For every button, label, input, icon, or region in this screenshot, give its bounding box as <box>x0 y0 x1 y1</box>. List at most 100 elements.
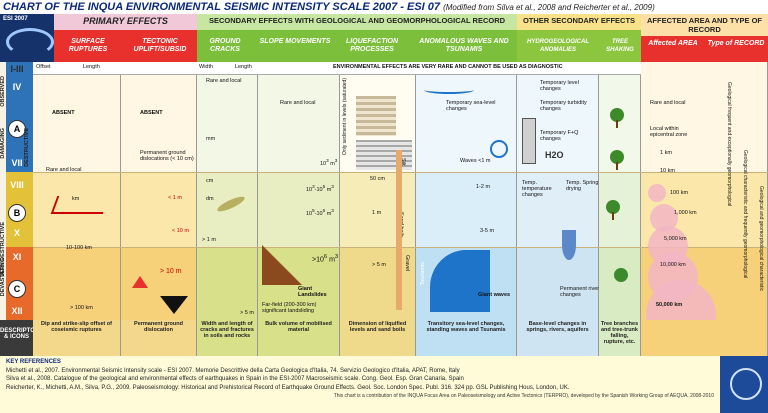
area-50000km: 50,000 km <box>656 302 683 308</box>
group-a: A <box>8 120 26 138</box>
cell-absent-1: ABSENT <box>52 110 75 116</box>
cell-lt1m: < 1 m <box>168 195 182 201</box>
intensity-10: X <box>13 228 20 238</box>
cell-wv2: 3-5 m <box>480 228 495 234</box>
references-heading: KEY REFERENCES <box>6 359 61 365</box>
cell-giant: Giant Landslides <box>298 286 327 298</box>
cell-mm: mm <box>206 136 216 142</box>
cell-h5: Temp. Spring drying <box>566 180 599 192</box>
cell-farfield: Far-field (200-300 km) significant lands… <box>262 302 317 314</box>
unit-length: Length <box>83 64 100 70</box>
uplift-arrow-icon <box>132 276 148 288</box>
desc-tectonic: Permanent ground dislocation <box>121 320 197 356</box>
record-geo-3: Geological and geomorphological characte… <box>758 186 764 292</box>
reference-1: Michetti et al., 2007. Environmental Sei… <box>6 367 460 374</box>
header-hydro: HYDROGEOLOGICAL ANOMALIES <box>526 39 589 53</box>
record-geo-2: Geological characteristic and frequently… <box>742 150 748 279</box>
subsidence-arrow-icon <box>160 296 188 314</box>
cell-w2: 50 cm <box>370 176 385 182</box>
tree-icon <box>610 108 624 122</box>
label-devastating: DEVASTATING <box>0 258 6 297</box>
desc-liquefaction: Dimension of liquified levels and sand b… <box>340 320 416 356</box>
cell-h6: Permanent river changes <box>560 286 600 298</box>
area-1000km: 1,000 km <box>674 210 697 216</box>
cell-perm-disl: Permanent ground dislocations (< 10 cm) <box>140 150 194 162</box>
cell-h4: Temp. temperature changes <box>522 180 552 198</box>
record-geo-1: Geological frequent and exceptionally ge… <box>726 82 732 207</box>
intensity-1-3: I-III <box>10 64 24 74</box>
cell-absent-2: ABSENT <box>140 110 163 116</box>
intensity-11: XI <box>12 252 22 262</box>
cell-km: km <box>72 196 80 202</box>
sediment-layers-icon-2 <box>356 140 412 170</box>
area-5000km: 5,000 km <box>664 236 687 242</box>
cell-cm: cm <box>206 178 214 184</box>
footer-note: This chart is a contribution of the INQU… <box>333 393 714 399</box>
intensity-4: IV <box>12 82 22 92</box>
header-affected: AFFECTED AREA AND TYPE OF RECORD Affecte… <box>641 14 768 62</box>
intensity-scale: I-III IV VII VIII X XI XII A B C OBSERVE… <box>0 62 33 320</box>
area-10km: 10 km <box>660 168 675 174</box>
desc-hydro: Base-level changes in springs, rivers, a… <box>517 320 599 356</box>
cell-dm: dm <box>206 196 214 202</box>
sediment-layers-icon <box>356 96 396 136</box>
intensity-8: VIII <box>10 180 24 190</box>
reference-3: Reicherter, K., Michetti, A.M., Silva, P… <box>6 384 570 391</box>
desc-cracks: Width and length of cracks and fractures… <box>197 320 258 356</box>
header-primary: PRIMARY EFFECTS SURFACE RUPTURES TECTONI… <box>54 14 197 62</box>
desc-area <box>641 320 768 356</box>
col-ground-cracks <box>197 62 258 320</box>
header-record: Type of RECORD <box>707 40 765 47</box>
chart-title: CHART OF THE INQUA ENVIRONMENTAL SEISMIC… <box>0 0 768 14</box>
intensity-7: VII <box>11 158 23 168</box>
spring-icon <box>562 230 576 260</box>
area-10000km: 10,000 km <box>660 262 686 268</box>
group-c: C <box>8 280 26 298</box>
cell-gt100: > 100 km <box>70 305 93 311</box>
fault-icon <box>50 196 110 214</box>
wave-icon <box>6 28 54 56</box>
label-damaging: DAMAGING <box>0 128 6 159</box>
well-icon <box>522 118 536 164</box>
unit-width: Width <box>199 64 214 70</box>
cell-rare-1: Rare and local <box>46 167 82 173</box>
cell-rare-3: Rare and local <box>280 100 316 106</box>
references: KEY REFERENCES Michetti et al., 2007. En… <box>0 356 720 413</box>
cell-waves: Waves <1 m <box>460 158 491 164</box>
snowflake-icon <box>730 368 762 400</box>
col-surface-ruptures <box>33 62 121 320</box>
units-row: Offset Length Width Length ENVIRONMENTAL… <box>33 62 641 75</box>
cell-giantw: Giant waves <box>478 292 511 298</box>
label-observed: OBSERVED <box>0 76 6 107</box>
cell-h1: Temporary level changes <box>540 80 579 92</box>
header-tectonic: TECTONIC UPLIFT/SUBSID <box>133 38 187 53</box>
cell-tsl: Temporary sea-level changes <box>446 100 496 112</box>
cell-localepi: Local within epicentral zone <box>650 126 688 138</box>
unit-length-2: Length <box>235 64 252 70</box>
cell-gt10m: > 10 m <box>160 268 182 275</box>
cell-lt10m: < 10 m <box>172 228 189 234</box>
cell-tsunamis: Tsunamis <box>420 262 426 286</box>
header-ground-cracks: GROUND CRACKS <box>209 38 241 53</box>
cell-liqsub: Only sediment in levels (saturated) <box>342 78 348 155</box>
header-other: OTHER SECONDARY EFFECTS HYDROGEOLOGICAL … <box>517 14 641 62</box>
cell-gravel: Gravel <box>404 255 410 272</box>
wave-line-icon <box>424 86 474 94</box>
cell-h2: Temporary turbidity changes <box>540 100 587 112</box>
title-sub: (Modified from Silva et al., 2008 and Re… <box>443 3 655 12</box>
cell-range: 10-100 km <box>66 245 92 251</box>
header-area: Affected AREA <box>648 40 698 47</box>
logo-text: ESI 2007 <box>3 16 28 22</box>
area-1km: 1 km <box>660 150 672 156</box>
grain-size-bar <box>396 150 402 310</box>
logo: ESI 2007 <box>0 14 54 62</box>
cell-gt1m: > 1 m <box>202 237 216 243</box>
desc-slope: Bulk volume of mobilised material <box>258 320 340 356</box>
tsunami-wave-icon <box>430 250 490 312</box>
reference-2: Silva et al., 2008. Catalogue of the geo… <box>6 376 464 382</box>
desc-waves: Transitory sea-level changes, standing w… <box>416 320 517 356</box>
cell-rare-2: Rare and local <box>206 78 242 84</box>
area-100km: 100 km <box>670 190 689 196</box>
cell-gt5m: > 5 m <box>240 310 254 316</box>
